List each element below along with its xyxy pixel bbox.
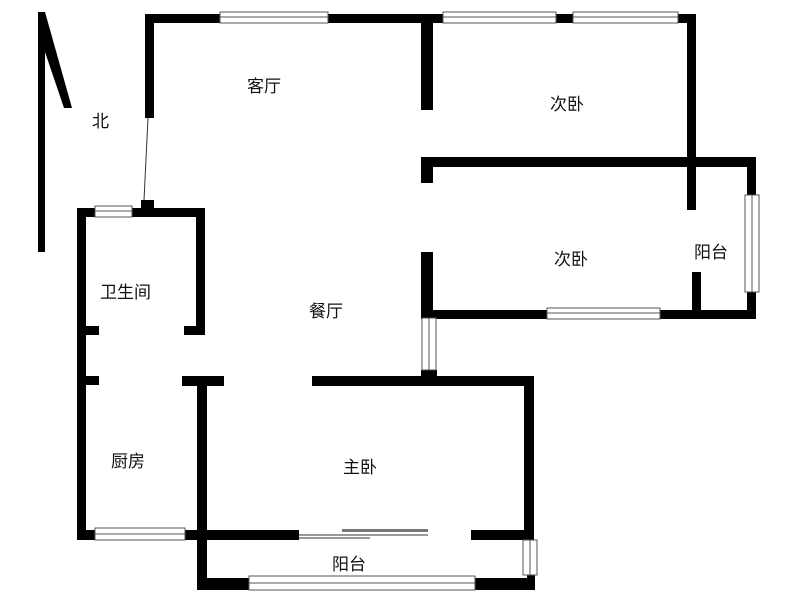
- room-living-room: 客厅: [247, 77, 281, 97]
- compass-label: 北: [92, 112, 109, 132]
- walls: [77, 14, 756, 590]
- room-bedroom-2b: 次卧: [554, 250, 588, 270]
- room-kitchen: 厨房: [111, 452, 145, 472]
- room-bathroom: 卫生间: [100, 283, 151, 303]
- room-balcony-south: 阳台: [332, 555, 366, 575]
- room-bedroom-2a: 次卧: [550, 95, 584, 115]
- room-master-bedroom: 主卧: [343, 458, 377, 478]
- sliding-door-icon: [299, 529, 428, 539]
- room-balcony-east: 阳台: [694, 243, 728, 263]
- windows: [94, 11, 760, 591]
- north-arrow-icon: [38, 12, 72, 252]
- room-dining-room: 餐厅: [309, 302, 343, 322]
- wall-line: [143, 117, 149, 201]
